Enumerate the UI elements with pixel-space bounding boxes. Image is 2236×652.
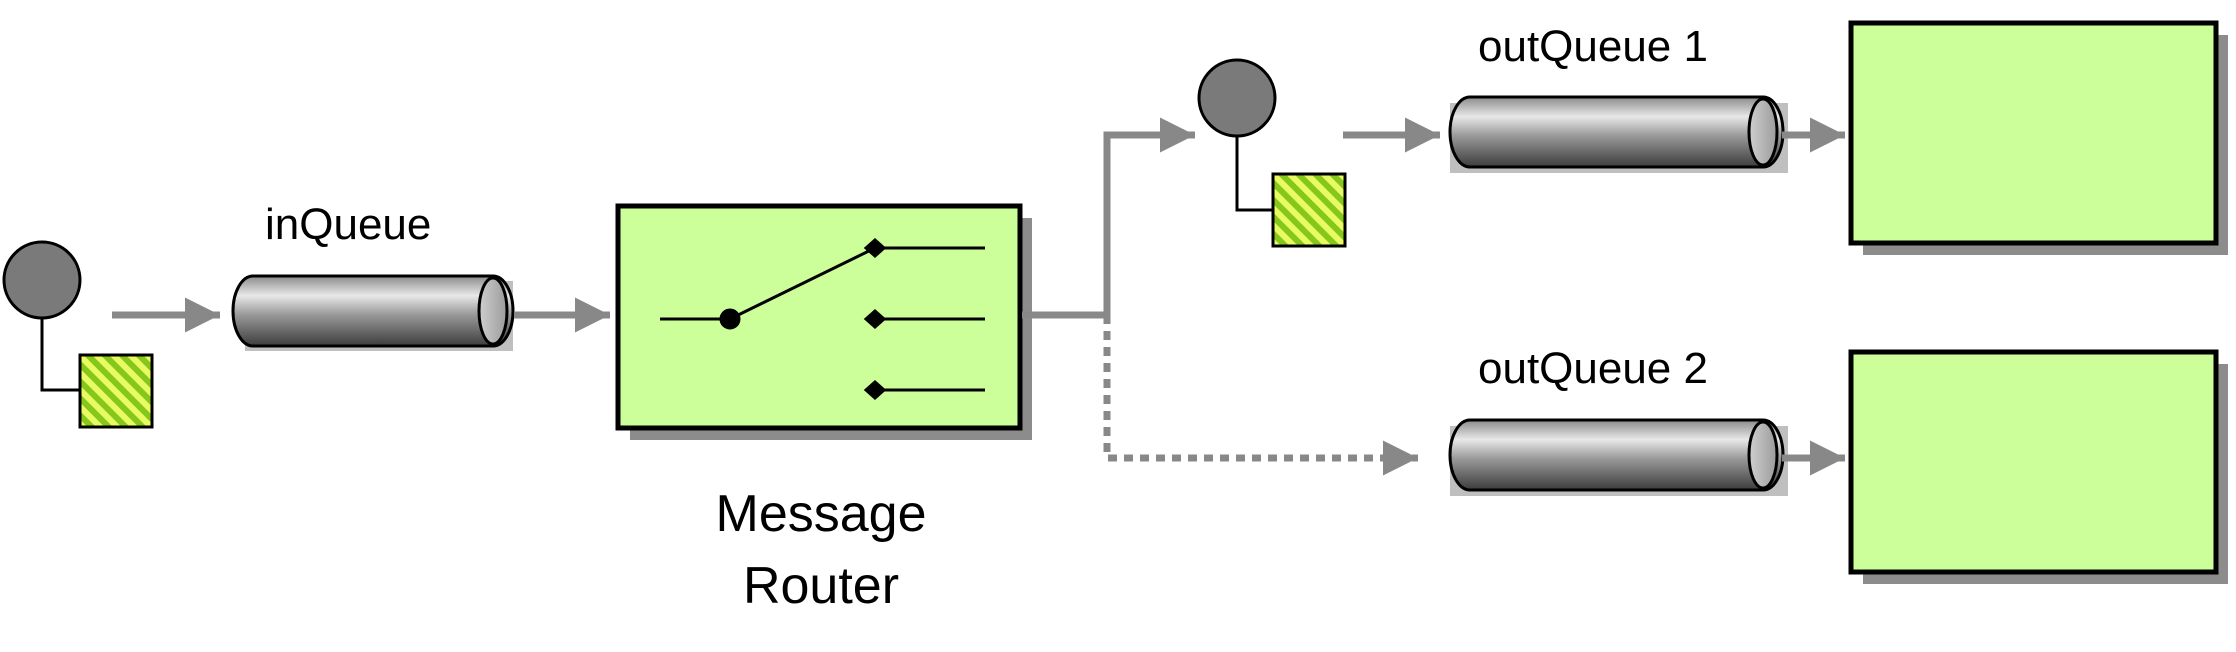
receiver-circle (1197, 58, 1277, 138)
route-to-outqueue1 (1022, 117, 1195, 319)
inqueue-channel (231, 274, 515, 351)
consumer-box-2 (1848, 349, 2228, 584)
receiver-stem (1235, 136, 1273, 212)
message-router (615, 203, 1032, 440)
output-endpoint-1 (1197, 58, 1347, 248)
inqueue-label: inQueue (265, 200, 432, 249)
outqueue1-channel (1448, 95, 1788, 173)
sender-stem (40, 318, 80, 392)
router-box (615, 203, 1023, 431)
route-to-outqueue2 (1103, 315, 1418, 476)
input-endpoint (2, 240, 154, 429)
router-label-line2: Router (742, 557, 900, 615)
switch-icon (660, 237, 985, 401)
input-message-icon (78, 353, 154, 429)
sender-circle (2, 240, 82, 320)
outqueue2-channel (1448, 418, 1788, 496)
outqueue1-label: outQueue 1 (1478, 22, 1708, 71)
router-label-line1: Message (715, 485, 927, 543)
outqueue2-label: outQueue 2 (1478, 344, 1708, 393)
output-message-icon (1271, 172, 1347, 248)
consumer-box-1 (1848, 20, 2228, 255)
